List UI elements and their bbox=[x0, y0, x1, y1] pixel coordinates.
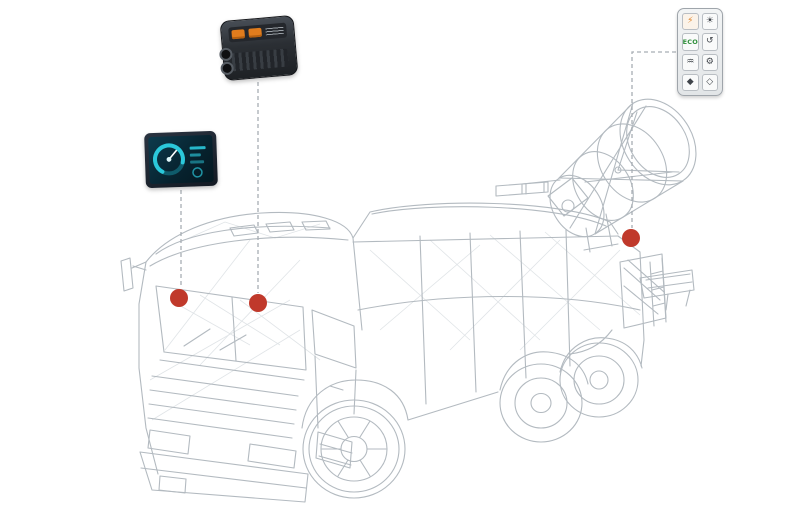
mode-up-button: ◆ bbox=[682, 73, 699, 91]
controller-heatsink-ribs bbox=[231, 48, 289, 72]
readout-bar bbox=[190, 160, 205, 164]
display-screen bbox=[148, 134, 214, 185]
controller-body bbox=[218, 14, 299, 82]
round-connector-icon bbox=[220, 61, 235, 76]
spray-button: ♒ bbox=[682, 53, 699, 71]
display-bezel bbox=[144, 130, 218, 189]
power-button: ⚡ bbox=[682, 13, 699, 31]
leader-lines bbox=[180, 51, 676, 293]
readout-bar bbox=[189, 153, 201, 157]
mesh-lines bbox=[149, 221, 641, 421]
gauge-ring-icon bbox=[152, 143, 185, 176]
gauge-screen-graphic bbox=[152, 143, 206, 178]
round-connector-icon bbox=[218, 47, 233, 62]
leader-line-keypad bbox=[631, 51, 676, 228]
truck-cab bbox=[120, 211, 363, 503]
keypad-marker bbox=[622, 229, 640, 247]
controller-device bbox=[218, 14, 299, 82]
settings-button: ⚙ bbox=[701, 53, 718, 71]
fog-cannon bbox=[547, 98, 697, 253]
controller-marker bbox=[249, 294, 267, 312]
truck-tank-body bbox=[352, 179, 695, 421]
gauge-hub-icon bbox=[166, 157, 172, 162]
component-markers bbox=[170, 229, 640, 312]
readout-bar bbox=[189, 146, 206, 150]
mini-dial-icon bbox=[192, 167, 203, 178]
keypad-device: ⚡ ☀ ECO ↺ ♒ ⚙ ◆ ◇ bbox=[677, 8, 723, 96]
orange-connector-icon bbox=[231, 29, 246, 40]
light-button: ☀ bbox=[701, 13, 718, 31]
fan-button: ↺ bbox=[701, 33, 718, 51]
truck-wheels bbox=[301, 337, 643, 499]
mode-down-button: ◇ bbox=[701, 73, 718, 91]
eco-button: ECO bbox=[682, 33, 699, 51]
orange-connector-icon bbox=[248, 27, 263, 38]
display-device bbox=[144, 130, 218, 189]
display-marker bbox=[170, 289, 188, 307]
